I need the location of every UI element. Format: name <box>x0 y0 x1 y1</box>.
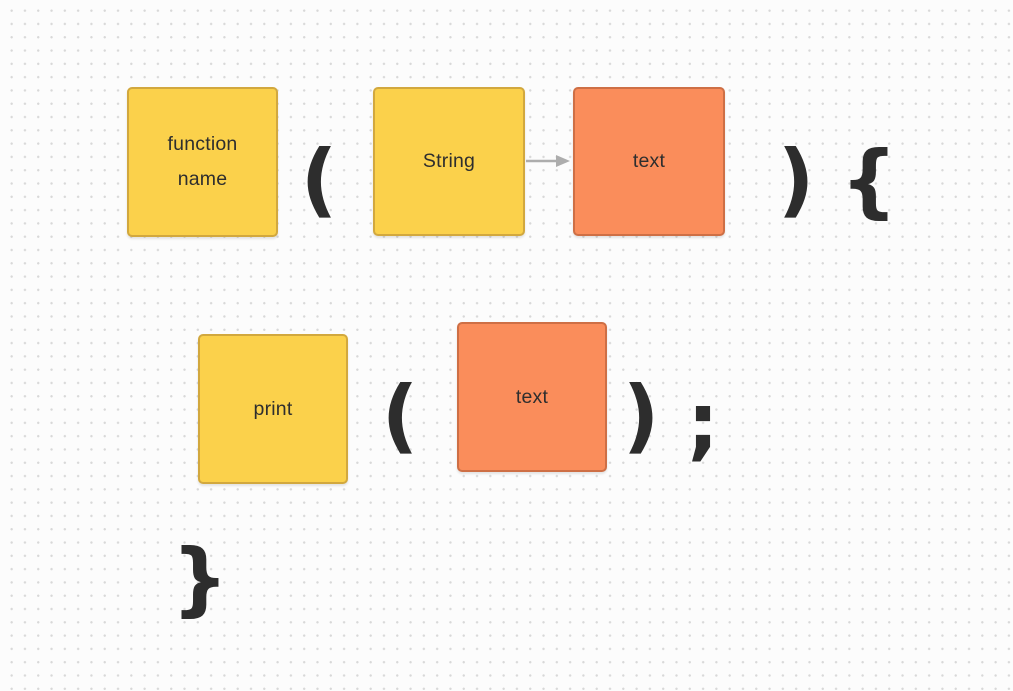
block-string-param[interactable]: String <box>373 87 525 236</box>
block-label: function name <box>167 133 238 190</box>
block-label: String <box>422 150 476 172</box>
glyph-close-paren-top[interactable]: ) <box>777 132 815 226</box>
block-text-param[interactable]: text <box>573 87 725 236</box>
glyph-close-paren-bottom[interactable]: ) <box>622 368 660 462</box>
arrow-right-icon[interactable] <box>525 152 571 170</box>
block-label: print <box>253 397 293 420</box>
glyph-open-brace[interactable]: { <box>840 133 898 227</box>
glyph-semicolon[interactable]: ; <box>687 375 719 469</box>
glyph-open-paren-top[interactable]: ( <box>300 132 338 226</box>
block-label: text <box>515 385 549 408</box>
glyph-open-paren-bottom[interactable]: ( <box>381 368 419 462</box>
block-print[interactable]: print <box>198 334 348 484</box>
block-text-value[interactable]: text <box>457 322 607 472</box>
block-label: text <box>632 150 666 172</box>
glyph-close-brace[interactable]: } <box>171 531 229 625</box>
block-function-name[interactable]: function name <box>127 87 278 237</box>
